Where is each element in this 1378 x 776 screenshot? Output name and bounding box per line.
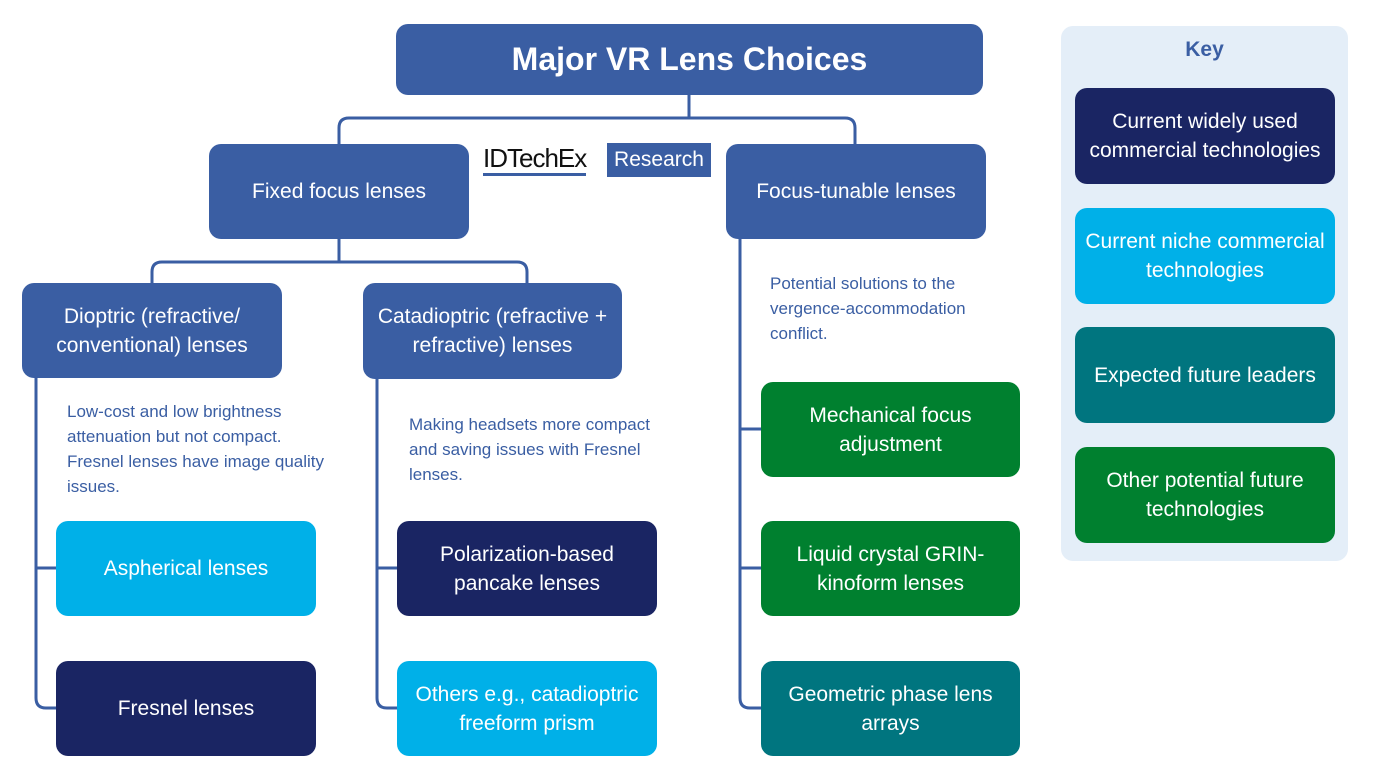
title-box: Major VR Lens Choices [396,24,983,95]
connector-fixed [150,238,529,283]
mechanical-focus-box: Mechanical focus adjustment [761,382,1020,477]
liquid-crystal-box: Liquid crystal GRIN-kinoform lenses [761,521,1020,616]
key-item-widely-used: Current widely used commercial technolog… [1075,88,1335,184]
key-item-future-leaders: Expected future leaders [1075,327,1335,423]
fixed-focus-box: Fixed focus lenses [209,144,469,239]
key-item-niche: Current niche commercial technologies [1075,208,1335,304]
key-item-other-future: Other potential future technologies [1075,447,1335,543]
key-title: Key [1185,38,1224,61]
pancake-lenses-box: Polarization-based pancake lenses [397,521,657,616]
logo-suffix: Research [607,143,711,177]
connector-catadioptric [375,378,397,710]
focus-tunable-box: Focus-tunable lenses [726,144,986,239]
freeform-prism-box: Others e.g., catadioptric freeform prism [397,661,657,756]
tunable-description: Potential solutions to the vergence-acco… [770,274,966,343]
dioptric-description: Low-cost and low brightness attenuation … [67,402,325,496]
catadioptric-description: Making headsets more compact and saving … [409,415,650,484]
logo-brand: IDTechEx [483,144,587,176]
connector-dioptric [34,377,56,710]
connector-tunable [738,238,761,710]
fresnel-lenses-box: Fresnel lenses [56,661,316,756]
geometric-phase-box: Geometric phase lens arrays [761,661,1020,756]
dioptric-box: Dioptric (refractive/ conventional) lens… [22,283,282,378]
aspherical-lenses-box: Aspherical lenses [56,521,316,616]
catadioptric-box: Catadioptric (refractive + refractive) l… [363,283,622,379]
connector-root [337,94,857,144]
